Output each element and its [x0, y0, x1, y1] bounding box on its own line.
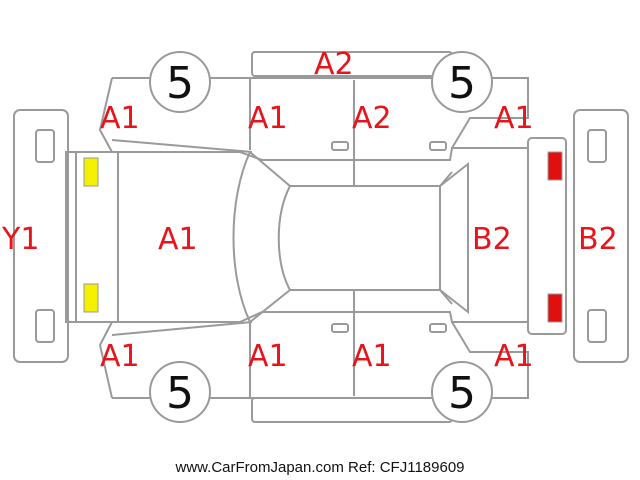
label-hood: A1 [158, 222, 198, 257]
label-front-left-fender: A1 [100, 101, 140, 136]
label-rear-bumper: B2 [578, 222, 618, 257]
label-rear-right-fender: A1 [494, 339, 534, 374]
wheel-front-left: 5 [149, 51, 211, 113]
front-light-marker-bottom [83, 283, 99, 313]
label-tailgate: B2 [472, 222, 512, 257]
tailgate-panel [527, 137, 567, 335]
wheel-front-left-label: 5 [166, 58, 194, 109]
wheel-front-right-label: 5 [166, 368, 194, 419]
wheel-rear-left-label: 5 [448, 58, 476, 109]
roof-cabin [232, 151, 469, 323]
rear-bumper [573, 109, 629, 363]
label-roof-top: A2 [314, 47, 354, 82]
wheel-front-right: 5 [149, 361, 211, 423]
car-body-outline [65, 77, 531, 399]
label-rear-right-door: A1 [352, 339, 392, 374]
wheel-rear-right-label: 5 [448, 368, 476, 419]
front-bumper [13, 109, 69, 363]
label-rear-left-door: A2 [352, 101, 392, 136]
footer-reference: www.CarFromJapan.com Ref: CFJ1189609 [175, 459, 465, 476]
roof-rail-bottom [251, 397, 453, 423]
label-front-right-door: A1 [248, 339, 288, 374]
front-light-marker-top [83, 157, 99, 187]
label-front-right-fender: A1 [100, 339, 140, 374]
wheel-rear-left: 5 [431, 51, 493, 113]
label-front-left-door: A1 [248, 101, 288, 136]
label-rear-left-fender: A1 [494, 101, 534, 136]
wheel-rear-right: 5 [431, 361, 493, 423]
label-front-bumper: Y1 [1, 222, 39, 257]
rear-light-marker-top [547, 151, 563, 181]
rear-light-marker-bottom [547, 293, 563, 323]
